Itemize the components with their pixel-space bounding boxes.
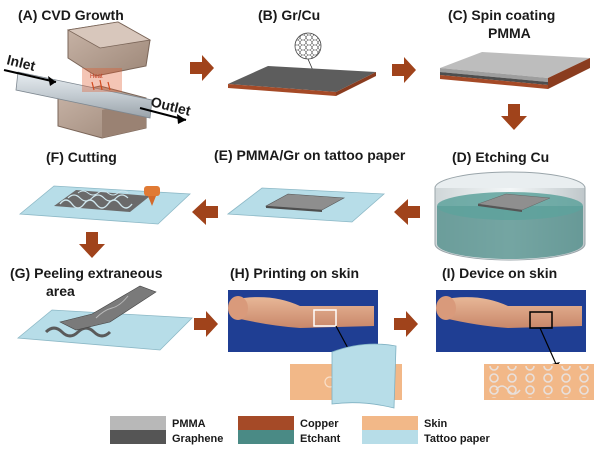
zoom-box-h xyxy=(313,309,337,327)
step-a-cvd-growth: (A) CVD Growth Heat Inlet Outlet xyxy=(3,7,193,139)
legend-label-tattoo-paper: Tattoo paper xyxy=(424,433,491,445)
legend-label-etchant: Etchant xyxy=(300,433,341,445)
step-i-title: (I) Device on skin xyxy=(442,265,557,281)
step-g-title-line2: area xyxy=(46,283,75,299)
legend: PMMA Graphene Copper Etchant Skin Tattoo… xyxy=(110,416,491,445)
step-f-cutting: (F) Cutting xyxy=(18,149,191,225)
flow-arrow-g-to-h xyxy=(194,311,218,337)
printed-device-pattern xyxy=(486,366,592,398)
graphene-on-copper-sheet xyxy=(228,66,376,92)
step-a-title: (A) CVD Growth xyxy=(18,7,124,23)
step-d-etching: (D) Etching Cu xyxy=(434,149,586,261)
legend-label-graphene: Graphene xyxy=(172,433,223,445)
step-e-tattoo-paper: (E) PMMA/Gr on tattoo paper xyxy=(214,147,406,223)
inlet-label: Inlet xyxy=(5,51,37,74)
flow-arrow-d-to-e xyxy=(394,199,420,225)
floating-pmma-film xyxy=(477,193,551,211)
flow-arrow-b-to-c xyxy=(392,57,416,83)
step-e-title: (E) PMMA/Gr on tattoo paper xyxy=(214,147,406,163)
flow-arrow-e-to-f xyxy=(192,199,218,225)
legend-swatch-tattoo-paper xyxy=(362,430,418,444)
tattoo-paper-curl xyxy=(331,343,397,409)
legend-label-pmma: PMMA xyxy=(172,418,206,430)
legend-label-copper: Copper xyxy=(300,418,339,430)
zoom-box-i xyxy=(529,311,553,329)
flow-arrow-h-to-i xyxy=(394,311,418,337)
flow-arrow-a-to-b xyxy=(190,55,214,81)
heat-label: Heat xyxy=(90,74,103,80)
step-c-spin-coating: (C) Spin coating PMMA xyxy=(440,7,590,89)
step-g-peeling: (G) Peeling extraneous area xyxy=(10,265,193,351)
step-d-title: (D) Etching Cu xyxy=(452,149,549,165)
peeling-film xyxy=(59,285,157,331)
inlet-arrow xyxy=(3,69,57,83)
remaining-pattern xyxy=(44,326,112,338)
pmma-coated-sheet xyxy=(440,52,590,78)
step-h-printing-on-skin: (H) Printing on skin xyxy=(228,265,402,409)
step-i-device-on-skin: (I) Device on skin xyxy=(436,265,594,400)
legend-label-skin: Skin xyxy=(424,418,448,430)
flow-arrow-c-to-d xyxy=(501,104,527,130)
legend-swatch-skin xyxy=(362,416,418,430)
legend-swatch-copper xyxy=(238,416,294,430)
step-b-title: (B) Gr/Cu xyxy=(258,7,320,23)
step-h-title: (H) Printing on skin xyxy=(230,265,359,281)
cutting-blade-icon xyxy=(144,186,160,206)
flow-arrow-f-to-g xyxy=(79,232,105,258)
step-f-title: (F) Cutting xyxy=(46,149,117,165)
peeled-tattoo-paper xyxy=(16,309,193,351)
step-b-gr-cu: (B) Gr/Cu xyxy=(228,7,376,96)
legend-swatch-pmma xyxy=(110,416,166,430)
graphene-lattice-icon xyxy=(294,32,322,60)
etchant-beaker xyxy=(434,171,586,261)
cvd-furnace: Heat xyxy=(15,21,153,139)
outlet-label: Outlet xyxy=(149,93,192,118)
serpentine-pattern xyxy=(54,190,150,212)
step-g-title-line1: (G) Peeling extraneous xyxy=(10,265,163,281)
step-c-title-line2: PMMA xyxy=(488,25,531,41)
legend-swatch-etchant xyxy=(238,430,294,444)
legend-swatch-graphene xyxy=(110,430,166,444)
step-c-title-line1: (C) Spin coating xyxy=(448,7,555,23)
